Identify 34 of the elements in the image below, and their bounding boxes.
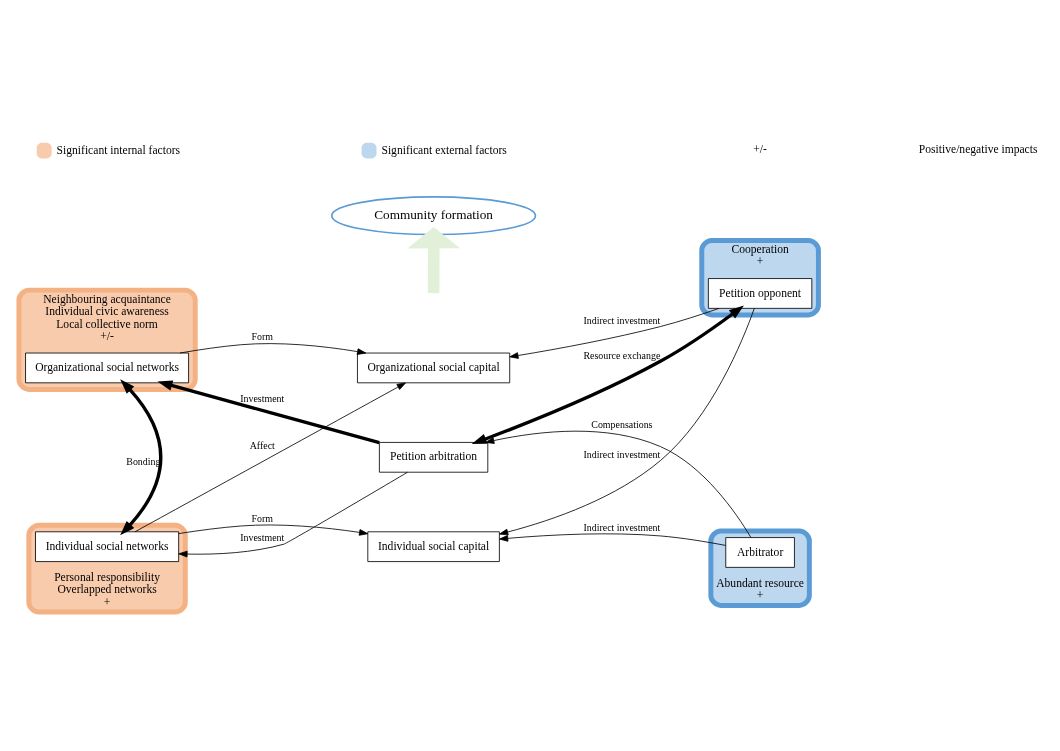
node-box: Petition arbitration xyxy=(378,441,489,473)
edge-label: Form xyxy=(251,330,273,342)
arrow xyxy=(499,532,726,546)
label: +/- xyxy=(753,142,767,156)
legend-label: Significant internal factors xyxy=(56,143,181,157)
edge-label: Compensations xyxy=(591,418,653,430)
legend-label: Significant external factors xyxy=(381,143,507,157)
edge-label: Investment xyxy=(240,392,285,404)
arrow xyxy=(134,382,406,532)
node-box: Arbitrator xyxy=(725,536,795,568)
arrow xyxy=(485,430,752,538)
node-ellipse: Community formation xyxy=(330,195,537,235)
arrow xyxy=(509,307,720,359)
arrow xyxy=(179,342,367,355)
edge-label: Investment xyxy=(240,531,285,543)
node-box: Individual social capital xyxy=(367,530,500,562)
edge-label: Resource exchange xyxy=(583,349,661,360)
arrow xyxy=(407,226,461,293)
node-box: Organizational social networks xyxy=(25,352,189,383)
arrow xyxy=(120,378,163,535)
label: Positive/negative impacts xyxy=(918,142,1038,156)
edge-label: Affect xyxy=(249,439,275,451)
arrow xyxy=(178,471,408,557)
edge-label: Indirect investment xyxy=(583,521,661,533)
node-box: Petition opponent xyxy=(707,277,813,309)
node-box: Organizational social capital xyxy=(357,352,511,383)
arrow xyxy=(178,524,369,536)
edge-label: Form xyxy=(251,512,273,524)
edge-label: Indirect investment xyxy=(583,448,661,460)
edge-label: Indirect investment xyxy=(583,314,661,326)
arrow xyxy=(157,379,380,444)
node-box: Individual social networks xyxy=(35,530,180,562)
arrow xyxy=(471,304,744,444)
arrow xyxy=(499,307,755,535)
